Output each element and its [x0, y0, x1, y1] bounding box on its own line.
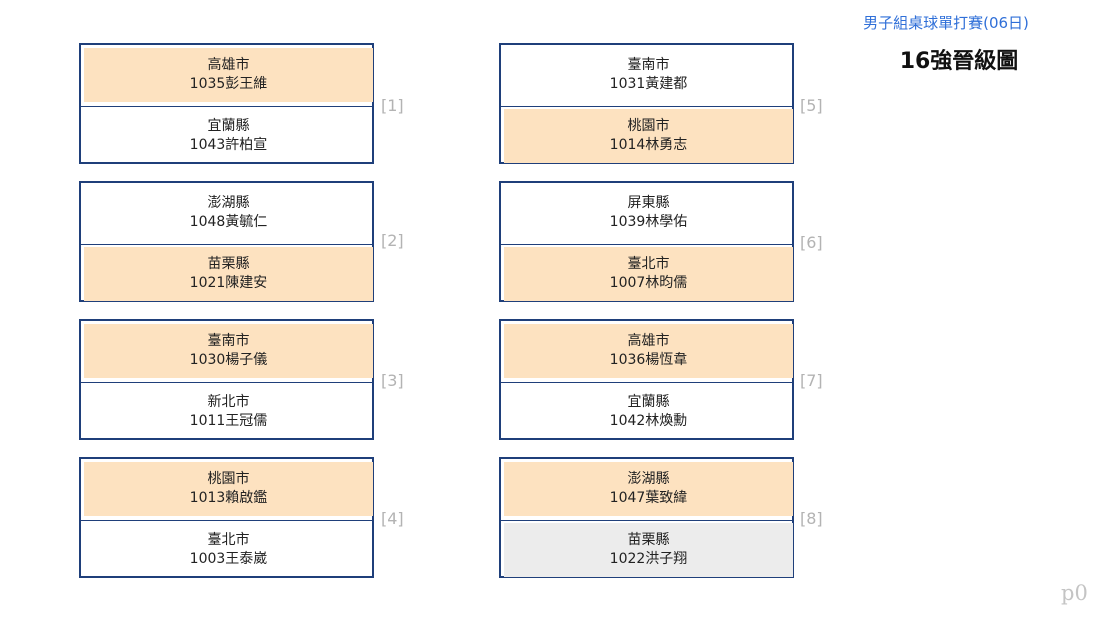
match-2-bottom-slot[interactable]: 苗栗縣 1021陳建安	[84, 247, 373, 301]
match-label-7: [7]	[800, 371, 823, 390]
match-divider	[501, 244, 792, 245]
match-label-1: [1]	[381, 96, 404, 115]
player-label: 1031黃建都	[609, 76, 688, 92]
match-divider	[501, 106, 792, 107]
county-label: 桃園市	[627, 118, 670, 134]
match-8-top-slot[interactable]: 澎湖縣 1047葉致緯	[504, 462, 793, 516]
player-label: 1035彭王維	[189, 76, 268, 92]
player-label: 1007林昀儒	[609, 275, 688, 291]
match-5-top-slot[interactable]: 臺南市 1031黃建都	[504, 48, 793, 102]
match-label-6: [6]	[800, 233, 823, 252]
match-6-top-slot[interactable]: 屏東縣 1039林學佑	[504, 186, 793, 240]
match-box-5: 臺南市 1031黃建都 桃園市 1014林勇志	[499, 43, 794, 164]
match-1-top-slot[interactable]: 高雄市 1035彭王維	[84, 48, 373, 102]
county-label: 澎湖縣	[627, 471, 670, 487]
county-label: 桃園市	[207, 471, 250, 487]
county-label: 新北市	[207, 394, 250, 410]
match-2-top-slot[interactable]: 澎湖縣 1048黃毓仁	[84, 186, 373, 240]
county-label: 臺北市	[627, 256, 670, 272]
match-box-4: 桃園市 1013賴啟鑑 臺北市 1003王泰崴	[79, 457, 374, 578]
player-label: 1030楊子儀	[189, 352, 268, 368]
match-5-bottom-slot[interactable]: 桃園市 1014林勇志	[504, 109, 793, 163]
page-title: 16強晉級圖	[899, 49, 1019, 74]
county-label: 宜蘭縣	[207, 118, 250, 134]
player-label: 1014林勇志	[609, 137, 688, 153]
match-box-2: 澎湖縣 1048黃毓仁 苗栗縣 1021陳建安	[79, 181, 374, 302]
match-box-6: 屏東縣 1039林學佑 臺北市 1007林昀儒	[499, 181, 794, 302]
player-label: 1022洪子翔	[609, 551, 688, 567]
match-box-3: 臺南市 1030楊子儀 新北市 1011王冠儒	[79, 319, 374, 440]
match-divider	[81, 382, 372, 383]
county-label: 苗栗縣	[207, 256, 250, 272]
page-number: p0	[1061, 581, 1088, 605]
county-label: 臺南市	[207, 333, 250, 349]
match-6-bottom-slot[interactable]: 臺北市 1007林昀儒	[504, 247, 793, 301]
player-label: 1047葉致緯	[609, 490, 688, 506]
match-box-1: 高雄市 1035彭王維 宜蘭縣 1043許柏宣	[79, 43, 374, 164]
player-label: 1011王冠儒	[189, 413, 268, 429]
county-label: 宜蘭縣	[627, 394, 670, 410]
county-label: 臺南市	[627, 57, 670, 73]
county-label: 屏東縣	[627, 195, 670, 211]
match-3-bottom-slot[interactable]: 新北市 1011王冠儒	[84, 385, 373, 439]
match-label-4: [4]	[381, 509, 404, 528]
match-divider	[81, 520, 372, 521]
player-label: 1036楊恆韋	[609, 352, 688, 368]
player-label: 1021陳建安	[189, 275, 268, 291]
player-label: 1043許柏宣	[189, 137, 268, 153]
county-label: 臺北市	[207, 532, 250, 548]
match-4-top-slot[interactable]: 桃園市 1013賴啟鑑	[84, 462, 373, 516]
event-subtitle: 男子組桌球單打賽(06日)	[863, 14, 1029, 32]
match-label-2: [2]	[381, 231, 404, 250]
match-divider	[501, 520, 792, 521]
match-8-bottom-slot[interactable]: 苗栗縣 1022洪子翔	[504, 523, 793, 577]
county-label: 高雄市	[627, 333, 670, 349]
match-7-bottom-slot[interactable]: 宜蘭縣 1042林煥勳	[504, 385, 793, 439]
match-divider	[81, 106, 372, 107]
player-label: 1013賴啟鑑	[189, 490, 268, 506]
player-label: 1039林學佑	[609, 214, 688, 230]
match-4-bottom-slot[interactable]: 臺北市 1003王泰崴	[84, 523, 373, 577]
match-label-8: [8]	[800, 509, 823, 528]
match-3-top-slot[interactable]: 臺南市 1030楊子儀	[84, 324, 373, 378]
match-divider	[501, 382, 792, 383]
match-7-top-slot[interactable]: 高雄市 1036楊恆韋	[504, 324, 793, 378]
county-label: 高雄市	[207, 57, 250, 73]
county-label: 澎湖縣	[207, 195, 250, 211]
match-box-8: 澎湖縣 1047葉致緯 苗栗縣 1022洪子翔	[499, 457, 794, 578]
match-box-7: 高雄市 1036楊恆韋 宜蘭縣 1042林煥勳	[499, 319, 794, 440]
player-label: 1003王泰崴	[189, 551, 268, 567]
player-label: 1048黃毓仁	[189, 214, 268, 230]
county-label: 苗栗縣	[627, 532, 670, 548]
match-label-3: [3]	[381, 371, 404, 390]
match-divider	[81, 244, 372, 245]
match-1-bottom-slot[interactable]: 宜蘭縣 1043許柏宣	[84, 109, 373, 163]
match-label-5: [5]	[800, 96, 823, 115]
player-label: 1042林煥勳	[609, 413, 688, 429]
